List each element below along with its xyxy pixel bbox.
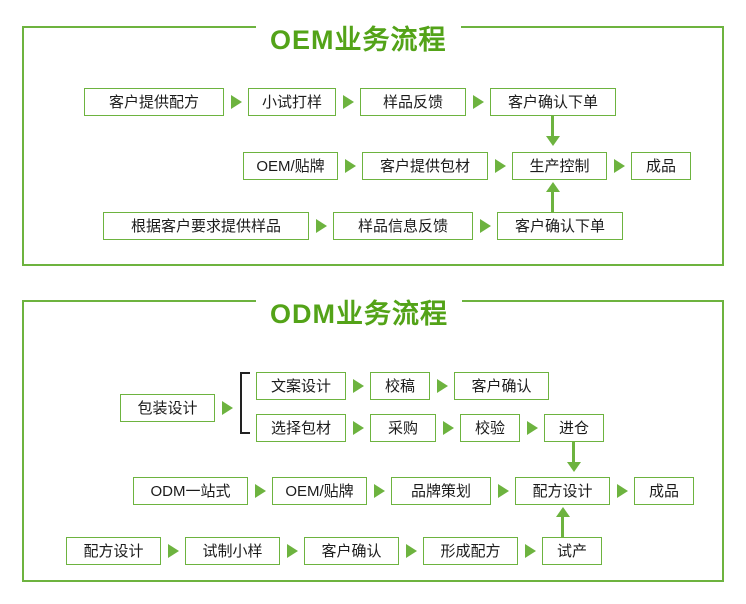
- node-oem-r1-1[interactable]: 客户提供配方: [84, 88, 224, 116]
- right-arrow-icon: [437, 379, 448, 393]
- down-arrow-icon: [546, 136, 560, 146]
- node-odm-r3-5[interactable]: 试产: [542, 537, 602, 565]
- right-arrow-icon: [316, 219, 327, 233]
- right-arrow-icon: [498, 484, 509, 498]
- node-odm-b1-1[interactable]: 文案设计: [256, 372, 346, 400]
- node-odm-b1-2[interactable]: 校稿: [370, 372, 430, 400]
- bracket-split: [240, 372, 250, 434]
- right-arrow-icon: [168, 544, 179, 558]
- right-arrow-icon: [480, 219, 491, 233]
- node-odm-r3-2[interactable]: 试制小样: [185, 537, 280, 565]
- right-arrow-icon: [343, 95, 354, 109]
- node-oem-r2-1[interactable]: OEM/贴牌: [243, 152, 338, 180]
- connector-line: [551, 116, 554, 138]
- up-arrow-icon: [556, 507, 570, 517]
- up-arrow-icon: [546, 182, 560, 192]
- node-odm-r2-3[interactable]: 品牌策划: [391, 477, 491, 505]
- right-arrow-icon: [222, 401, 233, 415]
- node-odm-r3-4[interactable]: 形成配方: [423, 537, 518, 565]
- node-odm-r3-1[interactable]: 配方设计: [66, 537, 161, 565]
- node-oem-r1-4[interactable]: 客户确认下单: [490, 88, 616, 116]
- node-oem-r3-3[interactable]: 客户确认下单: [497, 212, 623, 240]
- right-arrow-icon: [374, 484, 385, 498]
- node-odm-b2-4[interactable]: 进仓: [544, 414, 604, 442]
- right-arrow-icon: [443, 421, 454, 435]
- node-oem-r3-1[interactable]: 根据客户要求提供样品: [103, 212, 309, 240]
- node-odm-b2-2[interactable]: 采购: [370, 414, 436, 442]
- connector-line: [561, 517, 564, 539]
- node-odm-group-label[interactable]: 包装设计: [120, 394, 215, 422]
- right-arrow-icon: [495, 159, 506, 173]
- right-arrow-icon: [353, 379, 364, 393]
- right-arrow-icon: [617, 484, 628, 498]
- node-odm-b2-1[interactable]: 选择包材: [256, 414, 346, 442]
- node-odm-b1-3[interactable]: 客户确认: [454, 372, 549, 400]
- node-odm-r2-4[interactable]: 配方设计: [515, 477, 610, 505]
- node-oem-r2-3[interactable]: 生产控制: [512, 152, 607, 180]
- right-arrow-icon: [525, 544, 536, 558]
- node-oem-r1-3[interactable]: 样品反馈: [360, 88, 466, 116]
- connector-line: [551, 192, 554, 214]
- connector-line: [572, 442, 575, 464]
- node-oem-r3-2[interactable]: 样品信息反馈: [333, 212, 473, 240]
- right-arrow-icon: [473, 95, 484, 109]
- right-arrow-icon: [345, 159, 356, 173]
- right-arrow-icon: [614, 159, 625, 173]
- node-odm-r2-2[interactable]: OEM/贴牌: [272, 477, 367, 505]
- odm-panel-title: ODM业务流程: [256, 292, 462, 331]
- node-odm-b2-3[interactable]: 校验: [460, 414, 520, 442]
- node-oem-r2-4[interactable]: 成品: [631, 152, 691, 180]
- node-odm-r2-1[interactable]: ODM一站式: [133, 477, 248, 505]
- oem-panel-title: OEM业务流程: [256, 18, 461, 57]
- node-odm-r3-3[interactable]: 客户确认: [304, 537, 399, 565]
- node-oem-r1-2[interactable]: 小试打样: [248, 88, 336, 116]
- right-arrow-icon: [527, 421, 538, 435]
- right-arrow-icon: [231, 95, 242, 109]
- right-arrow-icon: [353, 421, 364, 435]
- down-arrow-icon: [567, 462, 581, 472]
- node-odm-r2-5[interactable]: 成品: [634, 477, 694, 505]
- right-arrow-icon: [255, 484, 266, 498]
- right-arrow-icon: [287, 544, 298, 558]
- node-oem-r2-2[interactable]: 客户提供包材: [362, 152, 488, 180]
- right-arrow-icon: [406, 544, 417, 558]
